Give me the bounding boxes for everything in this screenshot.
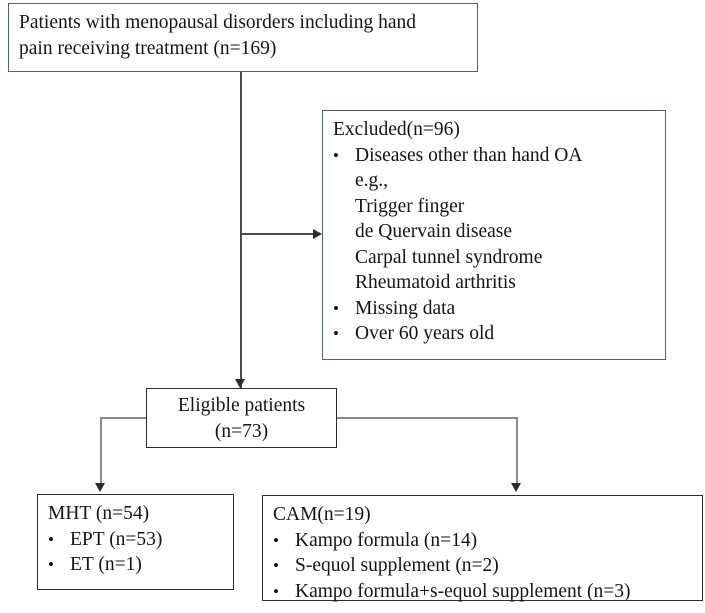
node-mht-body: MHT (n=54) • EPT (n=53) • ET (n=1) xyxy=(38,495,233,582)
mht-list-item: • EPT (n=53) xyxy=(48,527,223,553)
cam-item-label: Kampo formula (n=14) xyxy=(295,529,478,551)
bullet-icon: • xyxy=(273,581,279,601)
connector-trunk-to-excluded xyxy=(240,233,314,235)
excluded-list-item: • Missing data xyxy=(333,296,655,322)
node-eligible-line-2: (n=73) xyxy=(214,420,269,442)
mht-item-label: ET (n=1) xyxy=(70,554,142,575)
node-mht-heading: MHT (n=54) xyxy=(48,503,150,524)
excluded-list-item: • Over 60 years old xyxy=(333,321,655,347)
node-excluded-body: Excluded(n=96) • Diseases other than han… xyxy=(323,111,665,351)
node-mht: MHT (n=54) • EPT (n=53) • ET (n=1) xyxy=(37,494,234,590)
excluded-subline: Rheumatoid arthritis xyxy=(355,272,516,293)
bullet-icon: • xyxy=(48,529,54,549)
node-enrolled-line-1: Patients with menopausal disorders inclu… xyxy=(19,12,416,33)
arrowhead-to-eligible xyxy=(235,379,245,388)
mht-list-item: • ET (n=1) xyxy=(48,552,223,578)
excluded-item-label: Over 60 years old xyxy=(355,323,495,344)
connector-eligible-to-cam-horizontal xyxy=(336,417,517,419)
node-enrolled-body: Patients with menopausal disorders inclu… xyxy=(9,4,477,65)
connector-enrolled-trunk xyxy=(240,72,242,388)
cam-list-item: • Kampo formula+s-equol supplement (n=3) xyxy=(273,579,692,605)
connector-eligible-to-mht-horizontal xyxy=(100,417,147,419)
node-enrolled-patients: Patients with menopausal disorders inclu… xyxy=(8,3,478,72)
excluded-subline: Trigger finger xyxy=(355,195,465,217)
node-cam-heading: CAM(n=19) xyxy=(273,504,371,525)
bullet-icon: • xyxy=(273,530,279,550)
bullet-icon: • xyxy=(273,556,279,575)
mht-item-label: EPT (n=53) xyxy=(70,528,163,550)
bullet-icon: • xyxy=(333,324,339,343)
excluded-item-label: Diseases other than hand OA xyxy=(355,144,583,166)
node-eligible-line-1: Eligible patients xyxy=(177,395,306,416)
cam-list-item: • Kampo formula (n=14) xyxy=(273,528,692,554)
bullet-icon: • xyxy=(333,145,339,165)
excluded-subline: e.g., xyxy=(355,170,389,191)
cam-item-label: S-equol supplement (n=2) xyxy=(295,555,499,576)
node-eligible-patients: Eligible patients (n=73) xyxy=(146,388,337,448)
arrowhead-to-excluded xyxy=(313,228,322,239)
cam-item-label: Kampo formula+s-equol supplement (n=3) xyxy=(295,580,631,602)
node-excluded: Excluded(n=96) • Diseases other than han… xyxy=(322,110,666,360)
excluded-subline: Carpal tunnel syndrome xyxy=(355,246,543,268)
node-excluded-heading: Excluded(n=96) xyxy=(333,119,460,140)
bullet-icon: • xyxy=(48,555,54,574)
connector-eligible-to-mht-vertical xyxy=(100,417,102,485)
arrowhead-to-mht xyxy=(95,483,105,492)
arrowhead-to-cam xyxy=(511,483,521,492)
excluded-item-label: Missing data xyxy=(355,297,456,319)
node-enrolled-line-2: pain receiving treatment (n=169) xyxy=(19,37,277,59)
bullet-icon: • xyxy=(333,298,339,318)
cam-list-item: • S-equol supplement (n=2) xyxy=(273,553,692,579)
excluded-list-item: • Diseases other than hand OA xyxy=(333,143,655,169)
excluded-subline: de Quervain disease xyxy=(355,221,513,242)
node-cam: CAM(n=19) • Kampo formula (n=14) • S-equ… xyxy=(262,495,703,602)
node-eligible-body: Eligible patients (n=73) xyxy=(147,389,336,448)
node-cam-body: CAM(n=19) • Kampo formula (n=14) • S-equ… xyxy=(263,496,702,608)
connector-eligible-to-cam-vertical xyxy=(516,417,518,485)
